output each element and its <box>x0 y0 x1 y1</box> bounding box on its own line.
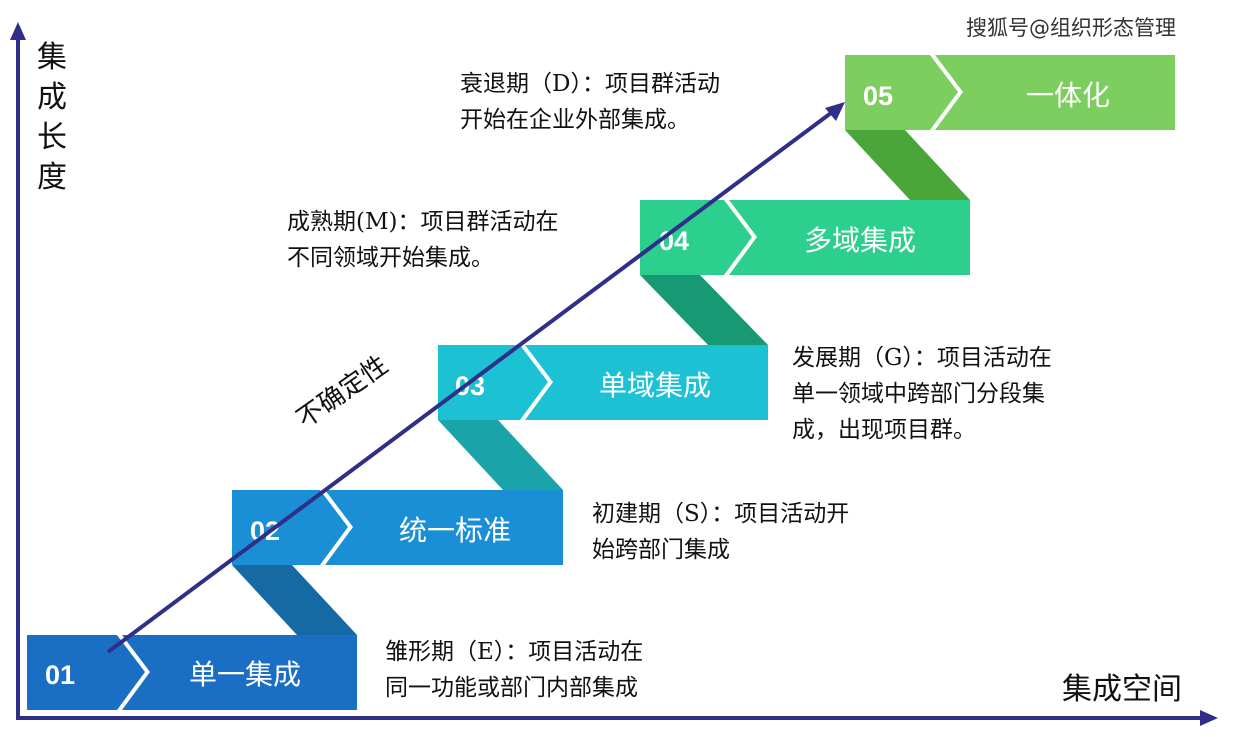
stage-02-name: 统一标准 <box>399 514 511 547</box>
connector-04-03 <box>640 275 768 345</box>
connector-05-04 <box>845 130 970 200</box>
stage-02-description: 初建期（S）：项目活动开 始跨部门集成 <box>592 496 849 568</box>
stage-05-description: 衰退期（D）：项目群活动 开始在企业外部集成。 <box>460 66 720 138</box>
trend-arrow-head <box>825 102 845 121</box>
stage-03-name-box <box>525 345 768 420</box>
y-axis-label: 集成长度 <box>37 40 67 195</box>
stage-04-name-box <box>729 200 970 275</box>
stage-03-desc-line: 单一领域中跨部门分段集 <box>792 381 1045 407</box>
stage-05-chevron-arrow <box>930 55 958 130</box>
stage-03-desc-line: 发展期（G）：项目活动在 <box>792 345 1052 371</box>
stage-02-desc-line: 初建期（S）：项目活动开 <box>592 501 850 527</box>
stage-02-chevron-arrow <box>320 490 348 565</box>
stage-05-name-box <box>935 55 1175 130</box>
stage-03-chevron-arrow <box>520 345 548 420</box>
stage-03-desc-line: 成，出现项目群。 <box>792 417 976 443</box>
stage-05-number: 05 <box>863 81 893 111</box>
stage-02-name-box <box>325 490 563 565</box>
stage-01-number-box <box>27 635 117 710</box>
y-axis-arrow-head <box>10 22 26 40</box>
x-axis-label: 集成空间 <box>1062 672 1182 707</box>
stage-04-desc-line: 不同领域开始集成。 <box>287 245 494 271</box>
stage-04-chevron-arrow <box>724 200 752 275</box>
stage-01-chevron-arrow <box>117 635 145 710</box>
stage-04-description: 成熟期(M)：项目群活动在 不同领域开始集成。 <box>287 204 559 276</box>
uncertainty-trend-arrow <box>106 108 837 654</box>
stage-05-desc-line: 开始在企业外部集成。 <box>460 107 690 133</box>
stage-03-description: 发展期（G）：项目活动在 单一领域中跨部门分段集 成，出现项目群。 <box>792 340 1052 448</box>
stage-01-desc-line: 同一功能或部门内部集成 <box>385 675 638 701</box>
connector-03-02 <box>438 420 563 490</box>
stage-05-name: 一体化 <box>1026 79 1110 112</box>
stage-03-name: 单域集成 <box>599 369 711 402</box>
stage-04-number-box <box>640 200 724 275</box>
stage-04-desc-line: 成熟期(M)：项目群活动在 <box>287 209 559 235</box>
x-axis-arrow-head <box>1200 710 1218 726</box>
watermark: 搜狐号@组织形态管理 <box>966 16 1176 40</box>
stage-05-number-box <box>845 55 930 130</box>
stage-04-name: 多域集成 <box>804 224 916 257</box>
stage-02-desc-line: 始跨部门集成 <box>592 537 730 563</box>
connector-02-01 <box>232 565 357 635</box>
stage-01-name-box <box>122 635 357 710</box>
stage-05-desc-line: 衰退期（D）：项目群活动 <box>460 71 720 97</box>
stage-01-description: 雏形期（E）：项目活动在 同一功能或部门内部集成 <box>385 634 643 706</box>
stage-01-name: 单一集成 <box>189 658 301 691</box>
stage-01-desc-line: 雏形期（E）：项目活动在 <box>385 639 644 665</box>
stage-01-number: 01 <box>45 660 75 690</box>
